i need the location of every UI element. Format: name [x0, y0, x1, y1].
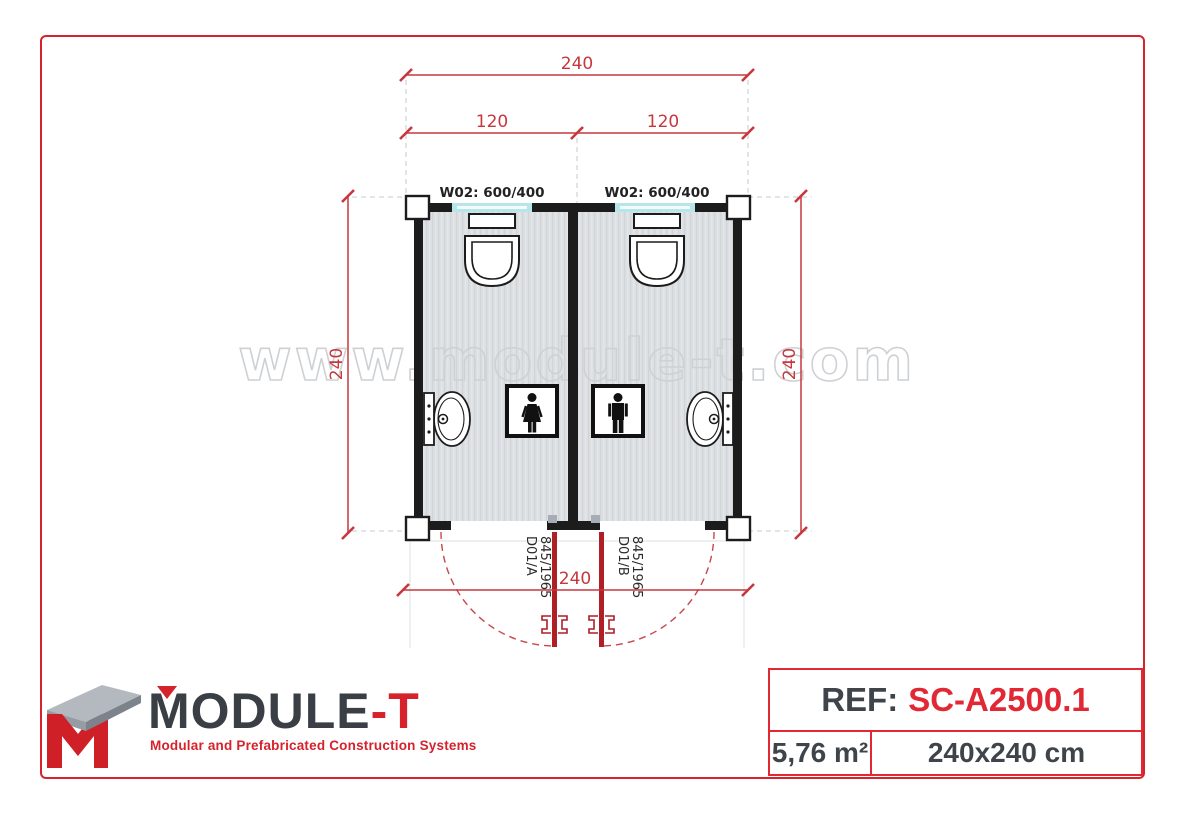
ref-label: REF:	[821, 681, 899, 718]
page-frame	[40, 35, 1145, 779]
area-cell: 5,76 m²	[770, 732, 872, 774]
brand-m-notch-icon	[157, 686, 177, 699]
brand-main: MODULE	[148, 683, 371, 739]
brand-tagline: Modular and Prefabricated Construction S…	[150, 738, 477, 753]
ref-value: SC-A2500.1	[908, 681, 1090, 718]
logo: MODULE-T Modular and Prefabricated Const…	[44, 672, 476, 772]
ref-panel: REF: SC-A2500.1 5,76 m² 240x240 cm	[768, 668, 1143, 776]
size-cell: 240x240 cm	[927, 737, 1086, 768]
ref-row: REF: SC-A2500.1	[770, 670, 1141, 732]
brand-accent: -T	[370, 683, 420, 739]
spec-row: 5,76 m² 240x240 cm	[770, 732, 1141, 774]
brand-name: MODULE-T	[148, 682, 420, 740]
module-t-logo-icon	[47, 685, 141, 768]
